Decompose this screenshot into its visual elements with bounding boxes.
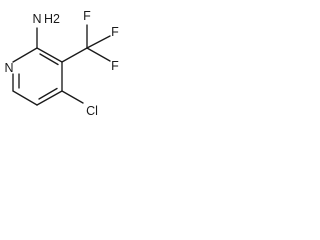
bond-cf3-f-bottom bbox=[86, 47, 111, 62]
bond-c4-c5 bbox=[36, 90, 63, 106]
bond-c2-c3-inner bbox=[39, 53, 59, 66]
bond-c2-c3 bbox=[36, 47, 63, 63]
bond-c4-cl bbox=[61, 90, 84, 104]
bond-cf3-f-right bbox=[86, 35, 111, 49]
fluorine-right-label: F bbox=[111, 25, 119, 39]
structure-diagram: N N H2 Cl F F F bbox=[4, 9, 119, 118]
chlorine-label: Cl bbox=[86, 104, 98, 118]
bond-c4-c5-inner bbox=[38, 87, 58, 100]
pyridine-ring bbox=[12, 47, 63, 106]
amine-h2-label: H2 bbox=[44, 12, 60, 26]
bond-c3-cf3 bbox=[61, 47, 88, 63]
amine-label: N H2 bbox=[32, 12, 60, 26]
bond-n1-c2 bbox=[12, 47, 38, 63]
fluorine-bottom-label: F bbox=[111, 59, 119, 73]
bond-c5-c6 bbox=[12, 90, 38, 106]
amine-n-label: N bbox=[32, 12, 41, 26]
ring-nitrogen-label: N bbox=[4, 61, 13, 75]
fluorine-top-label: F bbox=[83, 9, 91, 23]
